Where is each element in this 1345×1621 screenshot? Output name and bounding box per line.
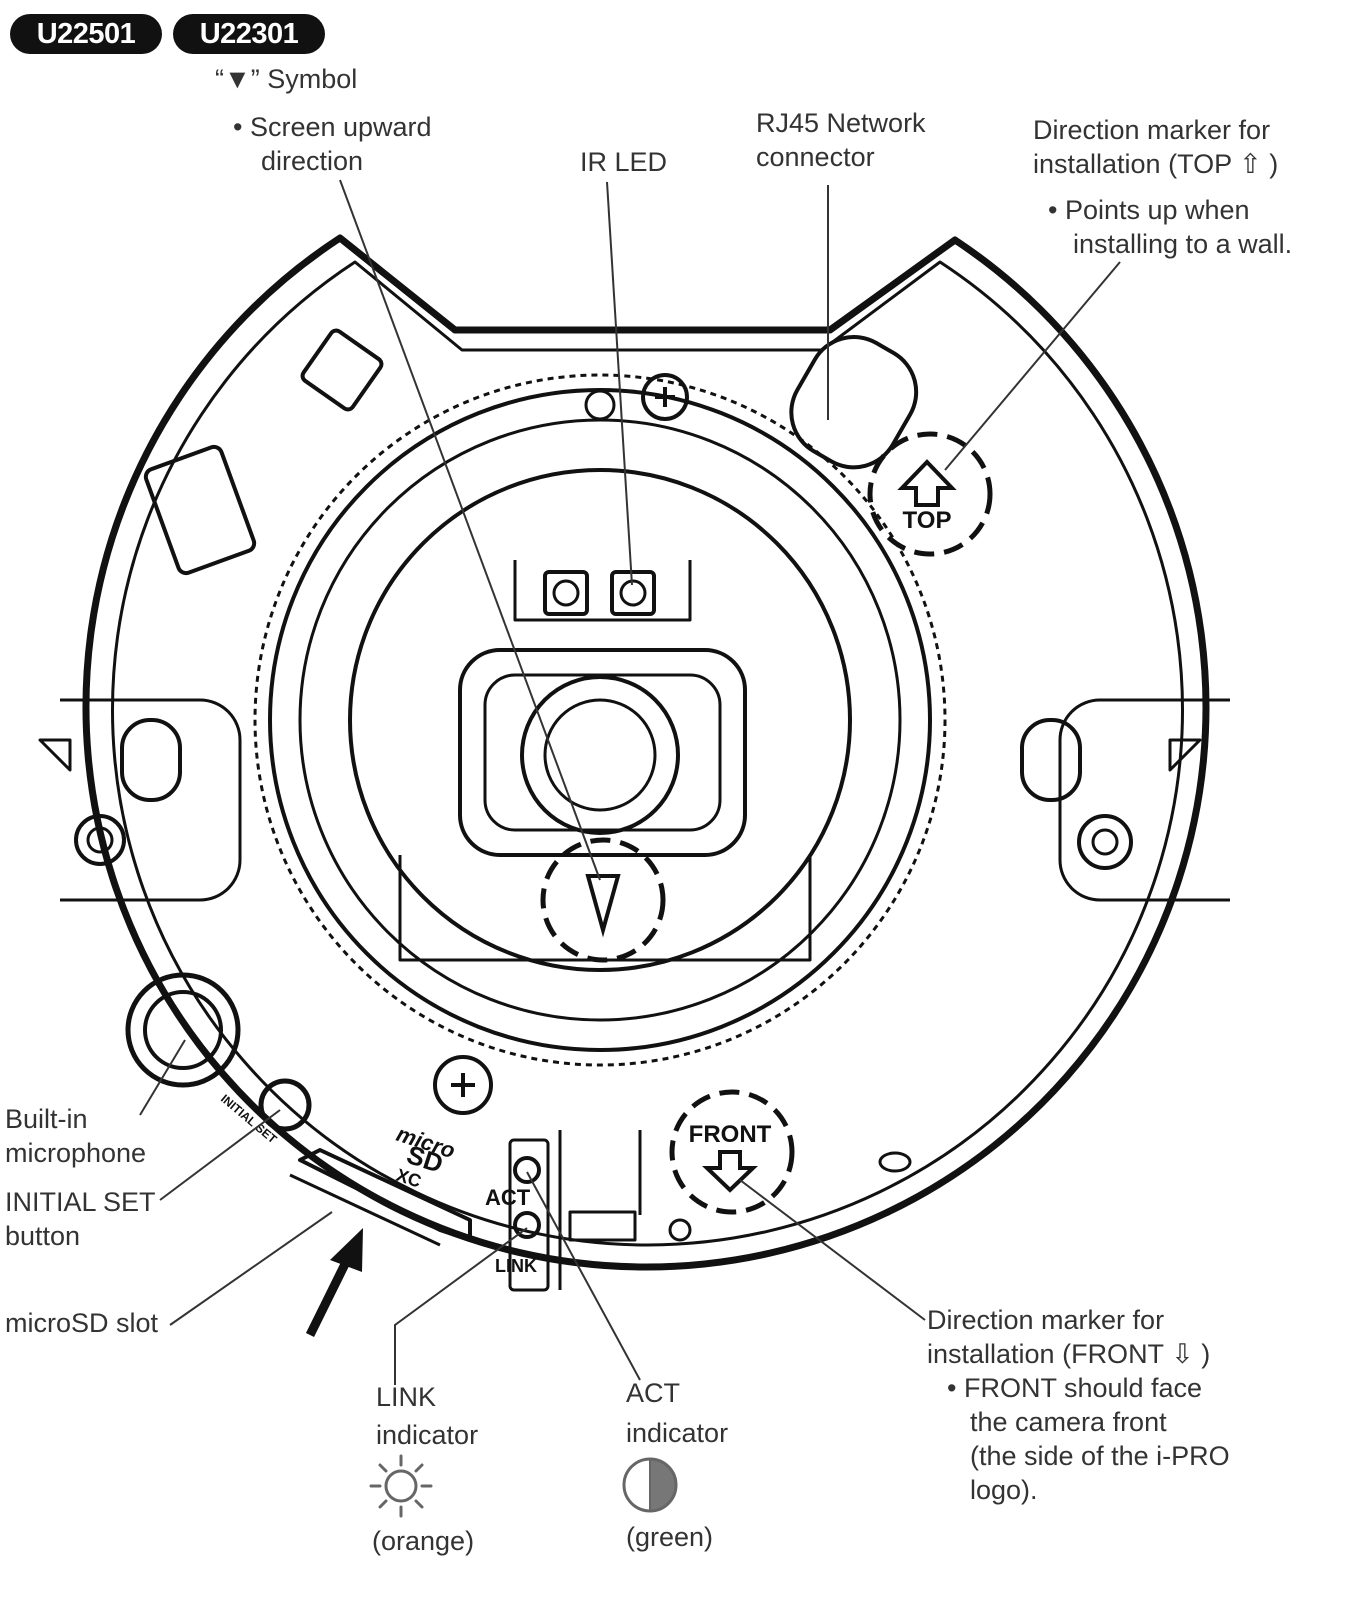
link-led	[513, 1211, 541, 1239]
model-badge-u22501: U22501	[10, 14, 162, 54]
ir-led-left	[543, 570, 589, 616]
builtin-microphone	[125, 972, 241, 1088]
leader-microphone	[139, 1039, 186, 1116]
lens	[520, 675, 680, 835]
ir-led-right	[610, 570, 656, 616]
front-marker-text: FRONT	[689, 1121, 772, 1148]
label-ir-led: IR LED	[580, 147, 668, 177]
screen-upward-marker-circle	[540, 837, 666, 963]
mount-slot-right	[1020, 718, 1082, 802]
leader-screen-upward	[339, 179, 601, 881]
leader-microsd	[169, 1211, 333, 1326]
link-engraving: LINK	[495, 1256, 537, 1276]
sun-icon	[369, 1454, 433, 1518]
label-screen-upward: • Screen upward direction	[233, 112, 432, 176]
label-link-color: (orange)	[372, 1526, 475, 1556]
label-builtin-microphone: Built-in microphone	[5, 1104, 147, 1168]
gear-ring	[268, 388, 932, 1052]
label-rj45: RJ45 Network connector	[756, 108, 926, 172]
label-link-indicator: LINK indicator	[376, 1382, 479, 1450]
act-led	[513, 1156, 541, 1184]
front-arrow-icon	[702, 1150, 758, 1193]
top-marker-circle	[867, 431, 993, 557]
leader-link	[394, 1227, 528, 1385]
rj45-connector	[789, 335, 919, 470]
housing-inner-outline	[111, 260, 1184, 1247]
label-symbol-heading: “▼” Symbol	[215, 64, 358, 94]
lens-housing	[458, 648, 747, 857]
insert-arrow-icon	[305, 1228, 363, 1337]
label-initial-set: INITIAL SET button	[5, 1187, 156, 1251]
housing-outline	[82, 234, 1210, 1271]
model-badge-u22301: U22301	[173, 14, 325, 54]
leader-ir-led	[606, 181, 633, 586]
gear-ring-outer	[253, 373, 947, 1067]
initial-set-button	[258, 1078, 312, 1132]
label-act-indicator: ACT indicator	[626, 1378, 729, 1448]
leader-front	[739, 1179, 926, 1321]
front-marker-circle	[669, 1089, 795, 1215]
label-top-marker: Direction marker for installation (TOP ⇧…	[1033, 115, 1293, 259]
microsd-slot	[298, 1148, 472, 1242]
mount-slot-left	[120, 718, 182, 802]
act-engraving: ACT	[485, 1185, 531, 1210]
leader-top	[944, 261, 1121, 471]
label-front-marker: Direction marker for installation (FRONT…	[927, 1305, 1230, 1505]
label-act-color: (green)	[626, 1522, 714, 1552]
half-circle-icon	[622, 1457, 678, 1513]
top-marker-text: TOP	[903, 507, 952, 534]
top-arrow-icon	[897, 459, 957, 507]
leader-act	[526, 1171, 641, 1381]
label-microsd-slot: microSD slot	[5, 1308, 159, 1338]
triangle-symbol	[585, 874, 621, 938]
leader-initial-set	[159, 1109, 281, 1201]
